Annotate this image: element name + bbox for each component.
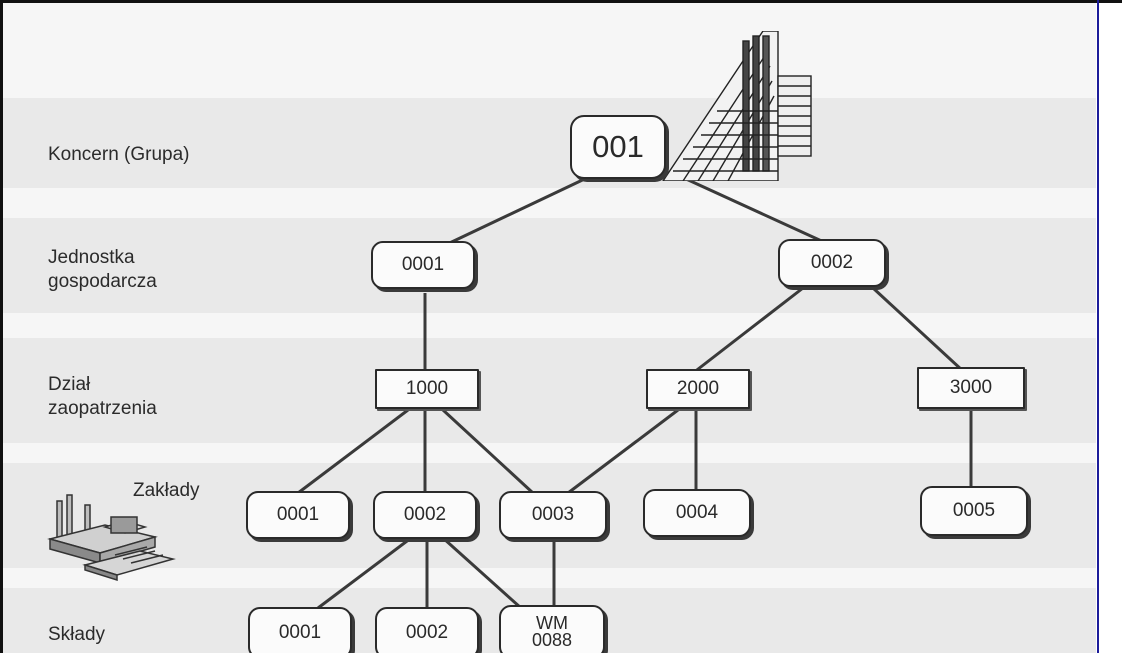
edge-purch2-plant3 (567, 408, 679, 495)
node-plant-0003: 0003 (499, 491, 607, 539)
factory-icon (47, 494, 176, 581)
node-plant-0002: 0002 (373, 491, 477, 539)
band (3, 218, 1096, 313)
node-purchasing-2000: 2000 (646, 369, 750, 409)
node-plant-0001: 0001 (246, 491, 350, 539)
node-plant-0004: 0004 (643, 489, 751, 537)
org-diagram: Koncern (Grupa) Jednostka gospodarcza Dz… (3, 3, 1096, 653)
band (3, 338, 1096, 443)
connector-lines (297, 171, 973, 610)
node-storage-0001: 0001 (248, 607, 352, 653)
edge-company2-purch3 (871, 286, 965, 373)
node-company-0002: 0002 (778, 239, 886, 287)
band (3, 98, 1096, 188)
node-storage-0002: 0002 (375, 607, 479, 653)
edge-group-company2 (672, 171, 827, 245)
node-company-0001: 0001 (371, 241, 475, 289)
level-label-storage: Składy (48, 624, 106, 645)
edge-purch1-plant1 (297, 408, 409, 495)
level-label-purchasing: Dział zaopatrzenia (48, 374, 157, 419)
level-label-company: Jednostka gospodarcza (48, 247, 157, 292)
node-storage-wm-0088: WM 0088 (499, 605, 605, 653)
office-building-icon (662, 31, 812, 181)
edge-plant2-store1 (317, 536, 412, 610)
node-purchasing-3000: 3000 (917, 367, 1025, 409)
level-label-concern: Koncern (Grupa) (48, 144, 190, 165)
edge-purch1-plant3 (441, 408, 535, 495)
edge-company2-purch2 (692, 286, 804, 375)
node-group: 001 (570, 115, 666, 179)
edge-plant2-store3 (441, 536, 523, 610)
storage-wm-line2: 0088 (531, 630, 573, 650)
level-label-plants: Zakłady (133, 480, 200, 501)
edge-group-company1 (438, 173, 594, 250)
storage-wm-line1: WM (536, 613, 568, 633)
right-border (1097, 0, 1099, 653)
node-purchasing-1000: 1000 (375, 369, 479, 409)
node-plant-0005: 0005 (920, 486, 1028, 536)
